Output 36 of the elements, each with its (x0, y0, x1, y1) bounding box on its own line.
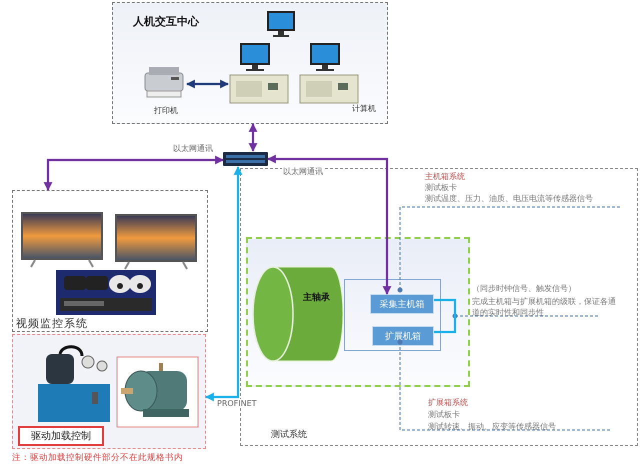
panel-title: 人机交互中心 (133, 14, 199, 29)
dashed-panel (12, 334, 206, 449)
description-text: 完成主机箱与扩展机箱的级联，保证各通道的实时性和同步性 (472, 296, 617, 318)
description-text: 测试板卡 (428, 409, 460, 420)
dash-dot-panel (12, 190, 208, 332)
computer-drawing (228, 41, 290, 105)
arrow (205, 166, 242, 402)
description-text: 测试板卡 (425, 182, 457, 193)
label-box: 驱动加载控制 (18, 426, 104, 446)
section-heading: 主机箱系统 (425, 171, 465, 182)
panel-title: 视频监控系统 (16, 316, 88, 331)
process-box: 采集主机箱 (370, 294, 434, 314)
description-text: 测试温度、压力、油质、电压电流等传感器信号 (425, 193, 593, 204)
process-box: 扩展机箱 (372, 326, 434, 346)
description-text: （同步时钟信号、触发信号） (472, 283, 576, 294)
electric-motor-drawing (117, 357, 198, 427)
arrow (267, 154, 392, 295)
network-switch-drawing (223, 151, 268, 167)
description-text: 测试转速、振动、应变等传感器信号 (428, 421, 556, 432)
note-text: 注：驱动加载控制硬件部分不在此规格书内 (12, 452, 183, 464)
picture-caption: 打印机 (154, 105, 178, 116)
edge-label: 以太网通讯 (282, 166, 324, 177)
camera-system-drawing (56, 270, 156, 315)
panel-title: 测试系统 (271, 428, 307, 441)
dashed-panel (112, 2, 388, 124)
edge-label: PROFINET (216, 399, 258, 408)
cylinder-label: 主轴承 (303, 291, 330, 304)
arrow (186, 80, 229, 88)
arrow (248, 123, 258, 152)
picture-caption: 计算机 (352, 103, 376, 114)
section-heading: 扩展箱系统 (428, 397, 468, 408)
computer-drawing (298, 41, 360, 105)
arrow (44, 156, 224, 191)
edge-label: 以太网通讯 (172, 143, 214, 154)
dash-dot-panel (246, 237, 470, 387)
outline-box (344, 279, 441, 351)
